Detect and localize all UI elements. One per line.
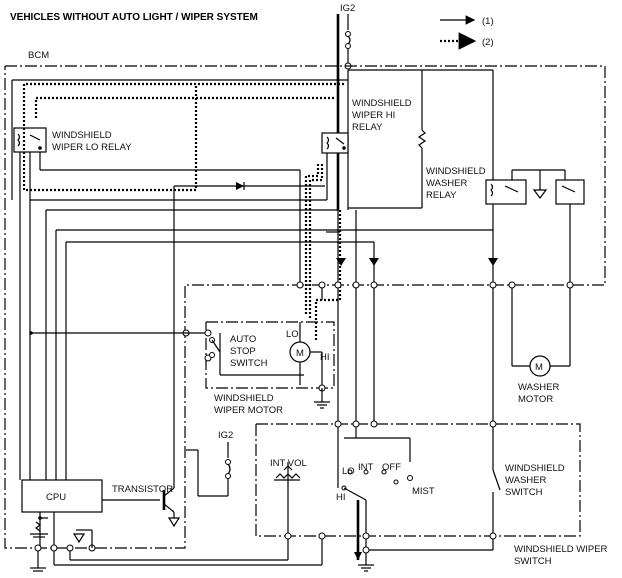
legend-label-2: (2) [482,37,494,48]
switch-lo-label: LO [342,466,355,477]
hi-relay-label-1: WINDSHIELD [352,98,412,109]
bcm-internal-wiring [30,169,498,480]
legend: (1) (2) [440,15,494,50]
hi-relay-label-3: RELAY [352,122,383,133]
cpu-box [21,479,103,513]
current-path-2 [22,82,344,340]
wiper-switch-label-2: SWITCH [514,556,552,567]
washer-motor [511,288,571,377]
lo-relay-label-1: WINDSHIELD [52,130,112,141]
cpu-label: CPU [46,492,66,503]
washer-relay [485,169,585,285]
wiper-switch-bottom [53,500,497,572]
wiper-hi-relay [321,132,349,200]
legend-label-1: (1) [482,16,494,27]
motor-hi-label: HI [320,352,330,363]
washer-switch-label-1: WINDSHIELD [505,463,565,474]
washer-motor-label-2: MOTOR [518,394,553,405]
wiper-motor-m: M [296,348,304,359]
washer-motor-label-1: WASHER [518,382,559,393]
diagram-title: VEHICLES WITHOUT AUTO LIGHT / WIPER SYST… [10,12,258,23]
switch-int-label: INT [358,462,374,473]
int-vol-label: INT VOL [270,458,307,469]
switch-mist-label: MIST [412,486,435,497]
ig2-lower-switch [186,442,231,497]
hi-relay-label-2: WIPER HI [352,110,395,121]
washer-switch-label-2: WASHER [505,475,546,486]
wiper-lo-relay [13,127,47,480]
motor-lo-label: LO [286,329,299,340]
transistor-label: TRANSISTOR [112,484,173,495]
ig2-top-label: IG2 [340,3,355,14]
switch-hi-label: HI [336,492,346,503]
bcm-boundary [4,65,606,549]
washer-motor-m: M [535,362,543,373]
bcm-label: BCM [28,50,49,61]
cpu-block [21,479,181,572]
wiper-motor-label-1: WINDSHIELD [214,393,274,404]
washer-relay-label-1: WINDSHIELD [426,166,486,177]
wiper-motor-label-2: WIPER MOTOR [214,405,283,416]
wiper-switch-label-1: WINDSHIELD WIPER [514,544,608,555]
washer-relay-label-3: RELAY [426,190,457,201]
washer-relay-label-2: WASHER [426,178,467,189]
bcm-connectors [29,281,574,337]
auto-stop-label-1: AUTO [230,334,256,345]
ig2-top-feed [336,14,352,210]
ig2-lower-label: IG2 [218,430,233,441]
washer-switch-label-3: SWITCH [505,487,543,498]
wiper-switch-box [255,288,581,537]
wiper-motor-box [204,321,335,409]
bcm-power-bus [11,69,494,210]
switch-off-label: OFF [382,462,401,473]
auto-stop-label-2: STOP [230,346,256,357]
auto-stop-label-3: SWITCH [230,358,268,369]
lo-relay-label-2: WIPER LO RELAY [52,142,132,153]
